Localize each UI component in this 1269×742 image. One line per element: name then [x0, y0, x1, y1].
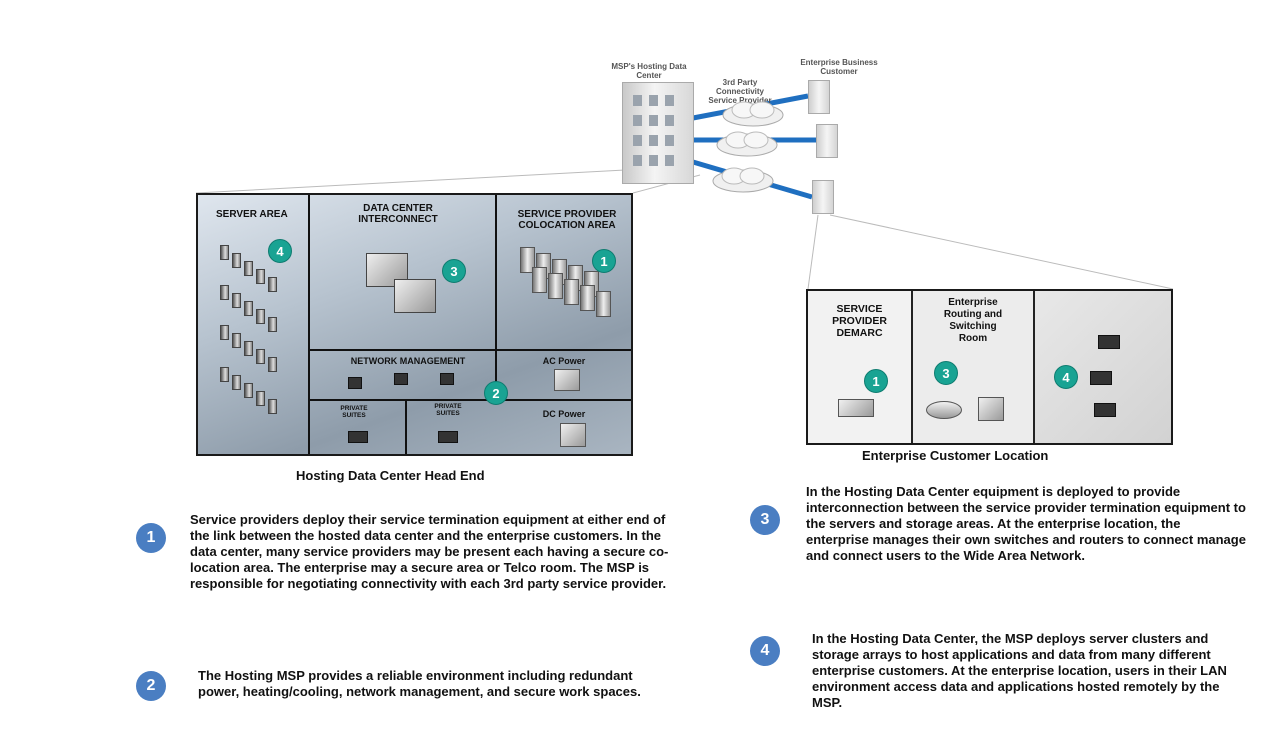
computer-icon: [394, 373, 408, 385]
msp-label: MSP's Hosting Data Center: [611, 62, 687, 80]
router-icon: [926, 401, 962, 419]
enterprise-location-panel: SERVICE PROVIDER DEMARC Enterprise Routi…: [806, 289, 1173, 445]
computer-icon: [440, 373, 454, 385]
note-4-badge: 4: [750, 636, 780, 666]
private-suites-label: PRIVATE SUITES: [340, 405, 368, 419]
phone-computer-icon: [348, 431, 368, 443]
phone-computer-icon: [438, 431, 458, 443]
badge-1: 1: [592, 249, 616, 273]
cloud-icon: [722, 101, 784, 127]
server-area-label: SERVER AREA: [216, 209, 288, 220]
cloud-icon: [716, 131, 778, 157]
ac-power-unit-icon: [554, 369, 580, 391]
private-suites-label: PRIVATE SUITES: [434, 403, 462, 417]
guide-line-left: [195, 169, 626, 194]
switch-icon: [978, 397, 1004, 421]
note-4-text: In the Hosting Data Center, the MSP depl…: [812, 631, 1227, 710]
note-1-text: Service providers deploy their service t…: [190, 512, 669, 591]
guide-line-right: [829, 214, 1174, 290]
hosting-datacenter-panel: SERVER AREA DATA CENTER INTERCONNECT SER…: [196, 193, 633, 456]
colocation-label: SERVICE PROVIDER COLOCATION AREA: [517, 209, 617, 231]
provider-label: 3rd Party Connectivity Service Provider: [702, 69, 778, 105]
badge-2: 2: [484, 381, 508, 405]
provider-label-text: 3rd Party Connectivity Service Provider: [708, 78, 772, 105]
demarc-label: SERVICE PROVIDER DEMARC: [832, 303, 887, 339]
badge-4: 4: [268, 239, 292, 263]
hosting-caption: Hosting Data Center Head End: [296, 468, 485, 483]
dc-power-label: DC Power: [542, 409, 586, 419]
ac-power-label: AC Power: [542, 356, 586, 366]
network-management-label: NETWORK MANAGEMENT: [350, 356, 466, 366]
badge-3: 3: [442, 259, 466, 283]
interconnect-label: DATA CENTER INTERCONNECT: [358, 203, 438, 225]
badge-4: 4: [1054, 365, 1078, 389]
dc-power-unit-icon: [560, 423, 586, 447]
enterprise-building-icon: [816, 124, 838, 158]
enterprise-caption: Enterprise Customer Location: [862, 448, 1049, 463]
guide-line-right2: [807, 214, 819, 290]
workstation-icon: [1098, 335, 1120, 349]
note-2-text: The Hosting MSP provides a reliable envi…: [198, 668, 641, 699]
note-2-badge: 2: [136, 671, 166, 701]
demarc-device-icon: [838, 399, 874, 417]
workstation-icon: [1094, 403, 1116, 417]
enterprise-building-icon: [808, 80, 830, 114]
enterprise-building-icon: [812, 180, 834, 214]
switch-icon: [394, 279, 436, 313]
badge-3: 3: [934, 361, 958, 385]
badge-1: 1: [864, 369, 888, 393]
note-3-badge: 3: [750, 505, 780, 535]
note-1-badge: 1: [136, 523, 166, 553]
msp-datacenter-building-icon: [622, 82, 694, 184]
note-3-text: In the Hosting Data Center equipment is …: [806, 484, 1246, 563]
computer-icon: [348, 377, 362, 389]
routing-room-label: Enterprise Routing and Switching Room: [943, 297, 1003, 344]
workstation-icon: [1090, 371, 1112, 385]
cloud-icon: [712, 167, 774, 193]
enterprise-customer-label: Enterprise Business Customer: [800, 58, 878, 76]
